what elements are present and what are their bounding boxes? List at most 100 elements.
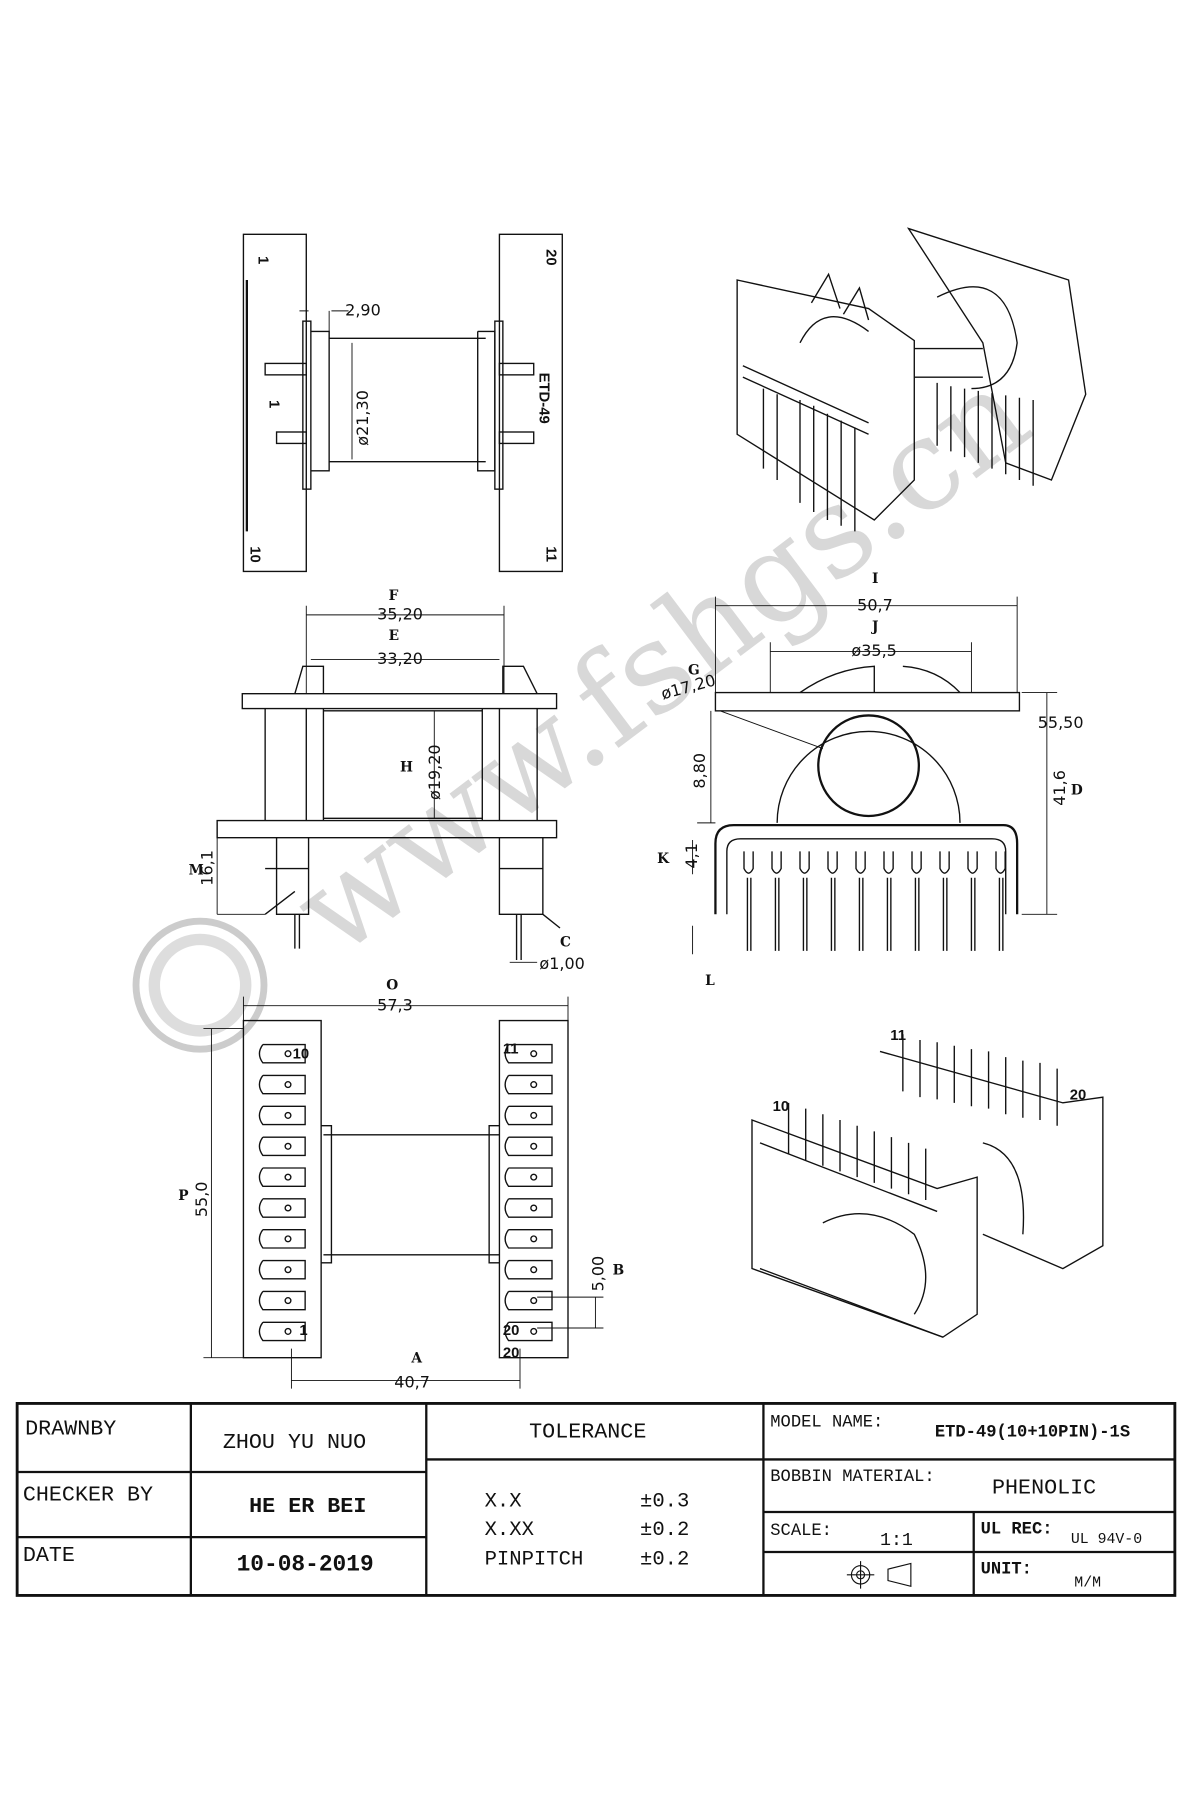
dim-letter-h: H xyxy=(400,759,413,775)
front-view: F 35,20 E 33,20 H ø19,20 M 16,1 C ø1,00 xyxy=(189,588,585,973)
dim-letter-l: L xyxy=(705,973,715,989)
dim-letter-c: C xyxy=(560,934,571,950)
dim-e: 33,20 xyxy=(377,649,423,668)
pin-hole xyxy=(530,1266,538,1274)
pin-label: 11 xyxy=(542,546,558,562)
pin-hole xyxy=(530,1204,538,1212)
pin-hole xyxy=(284,1297,292,1305)
dim-letter-b: B xyxy=(613,1262,625,1278)
date-label: DATE xyxy=(23,1543,75,1568)
pin-label: 1 xyxy=(254,256,270,264)
material-label: BOBBIN MATERIAL: xyxy=(770,1468,934,1487)
dim-flange: 2,90 xyxy=(345,300,381,319)
pin-hole xyxy=(284,1235,292,1243)
side-view: I 50,7 J ø35,5 G ø17,20 55,50 41,6 D 8,8… xyxy=(657,571,1083,989)
dim-letter-i: I xyxy=(872,571,878,587)
tolerance-value: ±0.2 xyxy=(640,1519,689,1542)
pin-hole xyxy=(530,1081,538,1089)
dim-f: 35,20 xyxy=(377,604,423,623)
pin-pad xyxy=(504,1321,553,1342)
dim-letter-a: A xyxy=(410,1350,422,1366)
pin-pad xyxy=(504,1290,553,1311)
pin-pad xyxy=(258,1321,306,1342)
pin-label: 10 xyxy=(293,1046,310,1062)
iso-view-bottom: 11 10 20 xyxy=(751,1028,1104,1338)
pin-hole xyxy=(284,1327,292,1335)
dim-h: ø19,20 xyxy=(425,744,444,800)
dim-c: ø1,00 xyxy=(539,954,584,973)
dim-letter-m: M xyxy=(189,862,204,878)
pin-hole xyxy=(284,1081,292,1089)
dim-k: 4,1 xyxy=(682,843,701,868)
pin-hole xyxy=(530,1327,538,1335)
pin-label: 20 xyxy=(503,1346,520,1362)
pin xyxy=(771,851,782,951)
pin-pad xyxy=(258,1074,306,1095)
pin-label: 10 xyxy=(246,546,262,563)
pin-hole xyxy=(530,1111,538,1119)
pin-pad xyxy=(504,1105,553,1126)
pin-pad xyxy=(504,1198,553,1218)
dim-h1: 8,80 xyxy=(690,753,709,789)
title-block: DRAWNBY ZHOU YU NUO CHECKER BY HE ER BEI… xyxy=(15,1402,1177,1597)
pin xyxy=(911,851,922,951)
pin xyxy=(967,851,978,951)
pin-pad xyxy=(504,1136,553,1157)
dim-top: 55,50 xyxy=(1038,713,1084,732)
pin-hole xyxy=(284,1266,292,1274)
dim-b: 5,00 xyxy=(588,1256,607,1292)
pin1-marker: 1 xyxy=(266,400,282,408)
dim-letter-d: D xyxy=(1071,782,1083,798)
ul-label: UL REC: xyxy=(981,1521,1053,1540)
checker-label: CHECKER BY xyxy=(23,1483,153,1508)
dim-j: ø35,5 xyxy=(851,641,896,660)
dim-letter-k: K xyxy=(657,851,670,867)
pin-hole xyxy=(284,1050,292,1058)
drawn-by-value: ZHOU YU NUO xyxy=(223,1430,366,1455)
pin-hole xyxy=(530,1173,538,1181)
scale-value: 1:1 xyxy=(880,1531,913,1551)
pin-hole xyxy=(284,1173,292,1181)
pin-label: 1 xyxy=(299,1323,307,1339)
pin xyxy=(743,851,754,951)
pin-pad xyxy=(258,1259,306,1280)
pin-hole xyxy=(530,1050,538,1058)
tolerance-label: TOLERANCE xyxy=(529,1420,646,1445)
dim-o: 57,3 xyxy=(377,995,413,1014)
pin-label: 20 xyxy=(542,249,558,266)
pin-hole xyxy=(530,1142,538,1150)
checker-value: HE ER BEI xyxy=(249,1494,366,1519)
dim-p: 55,0 xyxy=(192,1182,211,1218)
part-label: ETD-49 xyxy=(535,373,551,424)
dim-a: 40,7 xyxy=(394,1372,430,1391)
pin-pad xyxy=(258,1290,306,1311)
pin-label: 11 xyxy=(503,1042,519,1058)
pin xyxy=(799,851,810,951)
dim-letter-j: J xyxy=(871,619,878,635)
dim-m: 16,1 xyxy=(198,850,217,886)
tolerance-key: PINPITCH xyxy=(485,1549,584,1572)
pin-hole xyxy=(530,1297,538,1305)
dim-i: 50,7 xyxy=(857,595,893,614)
unit-value: M/M xyxy=(1074,1575,1101,1591)
pin-pad xyxy=(504,1167,553,1187)
date-value: 10-08-2019 xyxy=(237,1551,374,1577)
pin-label: 20 xyxy=(503,1323,520,1339)
pin-hole xyxy=(530,1235,538,1243)
top-view: 1 10 20 11 1 ETD-49 2,90 ø21,30 xyxy=(242,233,563,573)
dim-letter-g: G xyxy=(688,662,700,678)
pin-pad xyxy=(258,1198,306,1218)
model-value: ETD-49(10+10PIN)-1S xyxy=(935,1424,1130,1443)
bottom-view: O 57,3 P 55,0 5,00 B A 40,7 10 11 1 20 2… xyxy=(178,978,624,1392)
pin xyxy=(939,851,950,951)
pin-hole xyxy=(284,1204,292,1212)
iso-view-top xyxy=(736,227,1087,532)
dim-letter-o: O xyxy=(386,978,398,994)
pin xyxy=(995,851,1006,951)
pin-label: 10 xyxy=(773,1099,790,1115)
scale-label: SCALE: xyxy=(770,1522,832,1541)
material-value: PHENOLIC xyxy=(992,1476,1096,1501)
pin-pad xyxy=(504,1229,553,1249)
pin-pad xyxy=(504,1259,553,1280)
